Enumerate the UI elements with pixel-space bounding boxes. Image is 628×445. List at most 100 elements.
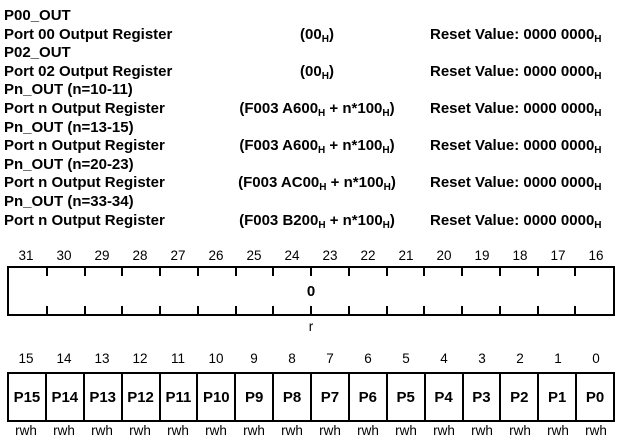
bitfield-cell: P1: [539, 374, 578, 420]
access-label: rwh: [585, 423, 607, 438]
address-text: (F003 A600: [239, 137, 319, 155]
bit-number: 18: [512, 248, 528, 263]
register-detail-line: Port n Output Register (F003 B200H + n*1…: [0, 212, 628, 231]
bit-number: 31: [18, 248, 34, 263]
bit-boundary-cell: [461, 268, 500, 314]
bitfield-cell-label: P4: [434, 388, 453, 406]
register-address: (F003 A600H + n*100H): [192, 137, 442, 158]
bitfield-cell: P10: [198, 374, 237, 420]
bitfield-cell: P14: [47, 374, 85, 420]
bitfield-cell: P11: [161, 374, 199, 420]
hex-subscript: H: [319, 182, 327, 194]
bit-number: 12: [132, 351, 148, 366]
bitfield-cell: P13: [85, 374, 123, 420]
bitfield-cell-label: P12: [127, 388, 154, 406]
bit-number: 16: [588, 248, 604, 263]
bitfield-cell-label: P10: [202, 388, 230, 406]
bit-number: 27: [170, 248, 186, 263]
bitfield-cell-label: P3: [472, 388, 491, 406]
bit-number: 2: [516, 351, 524, 366]
hex-subscript: H: [383, 182, 391, 194]
address-text: ): [389, 137, 395, 155]
bitfield-cell-label: P5: [396, 388, 415, 406]
bitfield-cell: P7: [312, 374, 350, 420]
bit-number: 24: [284, 248, 300, 263]
bit-boundary-cell: [159, 268, 198, 314]
address-text: ): [328, 25, 334, 43]
access-label: rwh: [471, 423, 493, 438]
address-text: + n*100: [325, 211, 383, 229]
register-short-name: Pn_OUT (n=33-34): [4, 192, 134, 210]
bitfield-cell: P2: [501, 374, 540, 420]
bit-number: 9: [250, 351, 258, 366]
bit-boundary-cell: [234, 268, 274, 314]
reset-value: Reset Value: 0000 0000H: [430, 212, 602, 233]
bit-boundary-cell: [196, 268, 236, 314]
bit-number: 26: [208, 248, 224, 263]
bit-number: 28: [132, 248, 148, 263]
access-label: rwh: [243, 423, 265, 438]
register-name-line: Pn_OUT (n=20-23): [0, 156, 628, 175]
register-address: (00H): [192, 26, 442, 47]
bit-number: 30: [56, 248, 72, 263]
bit-boundary-cell: [45, 268, 85, 314]
bit-number: 15: [18, 351, 34, 366]
bit-boundary-cell: [83, 268, 123, 314]
address-text: ): [389, 99, 395, 117]
register-detail-line: Port n Output Register (F003 A600 H + n*1…: [0, 137, 628, 156]
bit-boundary-cell: [272, 268, 311, 314]
address-text: + n*100: [326, 174, 384, 192]
hex-subscript: H: [594, 33, 602, 45]
register-short-name: P02_OUT: [4, 44, 71, 62]
register-address: (00H): [192, 63, 442, 84]
register-address: (F003 B200H + n*100H): [192, 212, 442, 233]
hex-subscript: H: [321, 33, 329, 45]
register-name-line: Pn_OUT (n=10-11): [0, 81, 628, 100]
bitfield-value-high: 0: [306, 282, 316, 300]
register-short-name: Pn_OUT (n=10-11): [4, 81, 133, 99]
bit-number: 14: [56, 351, 72, 366]
bit-number: 19: [474, 248, 490, 263]
bit-number: 8: [288, 351, 296, 366]
access-label: rwh: [357, 423, 379, 438]
access-label: rwh: [547, 423, 569, 438]
bit-boundary-cell: [498, 268, 538, 314]
bitfield-cell: P5: [388, 374, 426, 420]
access-label: rwh: [433, 423, 455, 438]
register-name-line: P02_OUT: [0, 44, 628, 63]
hex-subscript: H: [382, 219, 390, 231]
register-address: (F003 AC00H + n*100H): [192, 174, 442, 195]
bit-number: 23: [322, 248, 338, 263]
address-text: ): [390, 174, 396, 192]
reset-value-text: Reset Value: 0000 0000: [430, 99, 595, 117]
address-text: + n*100: [325, 99, 383, 117]
bit-boundary-cell: [423, 268, 462, 314]
bit-number: 5: [402, 351, 410, 366]
bit-boundary-cell: [536, 268, 576, 314]
reset-value: Reset Value: 0000 0000H: [430, 63, 602, 84]
reset-value-text: Reset Value: 0000 0000: [430, 211, 595, 229]
bitfield-cell: P0: [577, 374, 613, 420]
bitfield-cell-label: P14: [51, 388, 79, 406]
bitfield-cell: P6: [350, 374, 388, 420]
register-long-name: Port n Output Register: [4, 137, 165, 155]
address-text: + n*100: [325, 137, 383, 155]
reset-value: Reset Value: 0000 0000H: [430, 174, 602, 195]
address-text: (00: [300, 25, 322, 43]
bitfield-cell-label: P9: [245, 388, 264, 406]
register-name-line: Pn_OUT (n=33-34): [0, 193, 628, 212]
reset-value: Reset Value: 0000 0000H: [430, 26, 602, 47]
bit-number: 6: [364, 351, 372, 366]
bit-boundary-cell: [310, 268, 349, 314]
bit-number: 22: [360, 248, 376, 263]
bitfield-cell-label: P0: [585, 388, 605, 406]
access-label: rwh: [15, 423, 37, 438]
address-text: (00: [300, 62, 322, 80]
hex-subscript: H: [382, 145, 390, 157]
hex-subscript: H: [594, 219, 602, 231]
bit-number: 4: [440, 351, 448, 366]
